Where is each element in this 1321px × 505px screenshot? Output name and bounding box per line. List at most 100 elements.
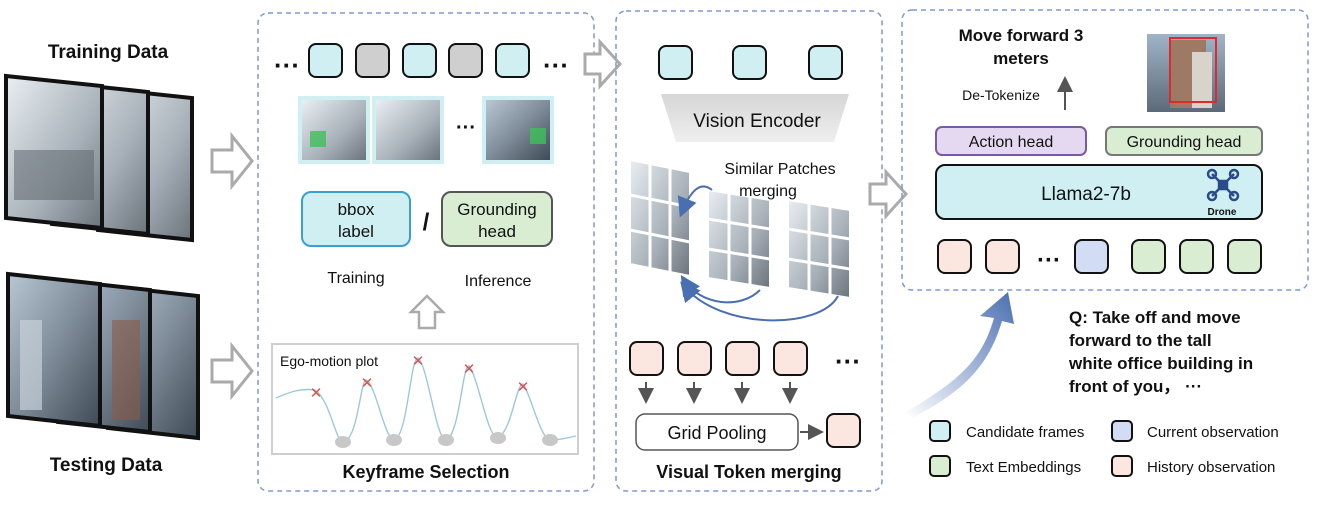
grounding-head-box — [441, 191, 553, 247]
history-token — [985, 239, 1020, 274]
detokenize-label: De-Tokenize — [962, 87, 1040, 103]
keyframe-ellipsis-right: ··· — [543, 50, 569, 80]
training-label: Training — [327, 270, 384, 287]
arrow-visual-to-llm — [868, 168, 909, 220]
legend-history: History observation — [1147, 459, 1275, 476]
target-image — [1147, 34, 1225, 112]
question-line2: forward to the tall — [1069, 331, 1212, 350]
plot-keyframe-markers: ✕ ✕ ✕ ✕ ✕ — [310, 353, 530, 402]
visual-panel — [615, 10, 883, 492]
arrow-train-to-keyframe — [210, 131, 254, 191]
action-head-label: Action head — [969, 134, 1054, 151]
keyframe-marker: ✕ — [361, 375, 374, 392]
history-token — [937, 239, 972, 274]
vision-encoder-label: Vision Encoder — [693, 111, 821, 132]
legend-candidate: Candidate frames — [966, 424, 1084, 441]
vision-encoder — [661, 94, 849, 142]
pooled-history-token — [826, 413, 861, 448]
current-token — [1074, 239, 1109, 274]
legend-current: Current observation — [1147, 424, 1279, 441]
drone-icon — [1206, 168, 1240, 202]
candidate-token — [658, 45, 693, 80]
history-token-row — [629, 341, 808, 376]
llama-box — [935, 164, 1263, 220]
gray-token — [355, 43, 390, 78]
llm-input-tokens — [937, 239, 1262, 274]
grid-pooling-label: Grid Pooling — [667, 423, 766, 443]
pooling-down-arrows — [638, 382, 798, 404]
legend-swatch-history — [1111, 455, 1133, 477]
keyframe-marker: ✕ — [310, 385, 323, 402]
bbox-label-line1: bbox — [338, 200, 375, 219]
similar-patches-line1: Similar Patches — [724, 161, 835, 178]
output-line2: meters — [993, 49, 1049, 68]
keyframe-thumbnail — [482, 96, 554, 164]
arrow-test-to-keyframe — [210, 341, 254, 401]
history-token — [725, 341, 760, 376]
keyframe-marker: ✕ — [463, 361, 476, 378]
inference-label: Inference — [465, 273, 532, 290]
candidate-token — [308, 43, 343, 78]
merge-arrow — [677, 185, 713, 218]
question-to-llm-arrow — [906, 292, 1014, 418]
llm-panel — [901, 9, 1309, 291]
question-line3: white office building in — [1068, 354, 1253, 373]
legend: Candidate frames Current observation Tex… — [929, 420, 1279, 477]
visual-panel-title: Visual Token merging — [656, 462, 841, 482]
text-token — [1179, 239, 1214, 274]
testing-frames — [6, 271, 200, 441]
question-line4: front of you， ··· — [1069, 377, 1202, 396]
patch-grid — [787, 198, 851, 300]
text-token — [1131, 239, 1166, 274]
candidate-token — [495, 43, 530, 78]
legend-swatch-current — [1111, 420, 1133, 442]
history-ellipsis: ··· — [835, 346, 861, 376]
bbox-label-line2: label — [338, 222, 374, 241]
arrow-keyframe-to-visual — [583, 38, 623, 90]
keyframe-panel — [257, 12, 595, 492]
keyframe-panel-title: Keyframe Selection — [342, 462, 509, 482]
bbox-label-box — [301, 191, 411, 247]
legend-swatch-candidate — [929, 420, 951, 442]
history-token — [773, 341, 808, 376]
testing-data-label: Testing Data — [50, 455, 163, 476]
llama-label: Llama2-7b — [1041, 184, 1131, 205]
drone-label: Drone — [1208, 207, 1237, 218]
llm-ellipsis: ··· — [1037, 247, 1061, 274]
slash: / — [423, 209, 430, 236]
visual-token-row — [658, 45, 843, 80]
keyframe-marker: ✕ — [412, 353, 425, 370]
text-token — [1227, 239, 1262, 274]
history-token — [677, 341, 712, 376]
legend-swatch-text — [929, 455, 951, 477]
question-line1: Q: Take off and move — [1069, 308, 1241, 327]
gray-token — [448, 43, 483, 78]
similar-patches-line2: merging — [739, 183, 797, 200]
plot-title: Ego-motion plot — [280, 353, 378, 369]
frame-ellipsis: ··· — [456, 117, 476, 139]
keyframe-marker: ✕ — [517, 379, 530, 396]
grid-pooling-box — [635, 413, 799, 451]
action-head-box — [935, 126, 1087, 156]
output-line1: Move forward 3 — [959, 26, 1084, 45]
candidate-token — [732, 45, 767, 80]
keyframe-ellipsis-left: ··· — [274, 50, 300, 80]
history-token — [629, 341, 664, 376]
plot-valley-dots — [335, 432, 558, 448]
keyframe-thumbnail — [298, 96, 370, 164]
grounding-head-llm-label: Grounding head — [1127, 134, 1242, 151]
keyframe-token-row — [308, 43, 530, 78]
legend-text: Text Embeddings — [966, 459, 1081, 476]
grounding-head-line2: head — [478, 222, 516, 241]
grounding-head-line1: Grounding — [457, 200, 536, 219]
grounding-head-llm-box — [1105, 126, 1263, 156]
candidate-token — [808, 45, 843, 80]
training-data-label: Training Data — [48, 42, 169, 63]
candidate-token — [402, 43, 437, 78]
patch-grid — [629, 158, 691, 278]
patch-grid — [707, 188, 771, 290]
training-frames — [3, 73, 194, 243]
keyframe-thumbnail — [372, 96, 444, 164]
merge-arrow — [680, 281, 839, 322]
